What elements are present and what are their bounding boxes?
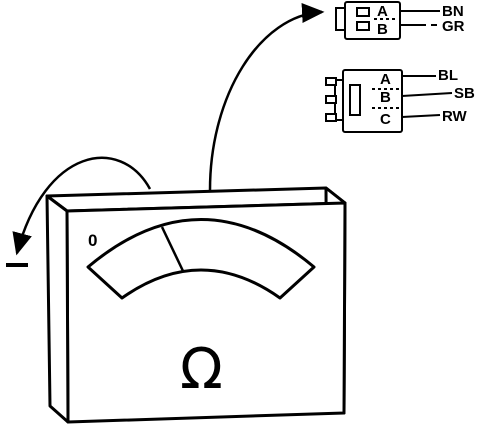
wire-label-gr: GR [442, 18, 465, 35]
connector-bottom-pin-a: A [380, 71, 391, 88]
meter-left-face [45, 194, 70, 424]
connector-bottom-terminal-3 [325, 113, 337, 122]
connector-top-terminal-a [356, 7, 370, 17]
connector-bottom-pin-c: C [380, 111, 391, 128]
connector-top [335, 1, 401, 40]
wire-label-bn: BN [442, 3, 464, 20]
connector-bottom-terminal-2 [325, 95, 337, 104]
connector-top-body [344, 1, 401, 40]
connector-top-pin-b: B [377, 21, 388, 38]
meter-scale-window [86, 218, 316, 300]
connector-bottom-terminal-1 [325, 77, 337, 86]
wire-label-rw: RW [442, 108, 468, 125]
meter-needle [160, 226, 185, 272]
connector-bottom-pin-b: B [380, 89, 391, 106]
ohm-unit-symbol: Ω [180, 337, 223, 402]
ground-probe-lead [12, 156, 152, 256]
wire-rw [401, 114, 441, 118]
connector-bottom [325, 69, 403, 133]
connector-top-terminal-b [356, 21, 370, 31]
connector-probe-lead [208, 3, 325, 191]
connector-top-pin-a: A [377, 3, 388, 20]
wire-sb [401, 92, 453, 97]
wire-label-sb: SB [454, 85, 475, 102]
scale-zero-label: 0 [88, 231, 97, 250]
wire-label-bl: BL [438, 67, 458, 84]
connector-top-latch [335, 7, 346, 31]
connector-bottom-slot [349, 84, 361, 116]
